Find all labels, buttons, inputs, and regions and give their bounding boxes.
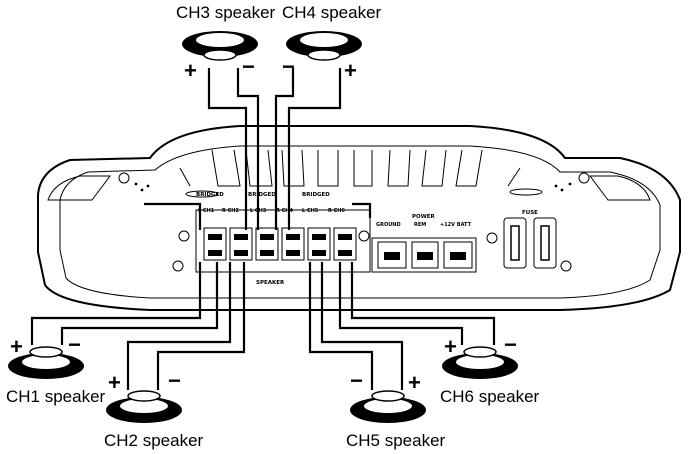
bridged-label: BRIDGED [196, 192, 224, 198]
fuse-icon [533, 217, 557, 269]
left-side-cutout [47, 175, 111, 201]
screw-icon [560, 260, 572, 272]
ch2-speaker-label: CH2 speaker [104, 431, 204, 450]
terminal-label: R CH4 [276, 208, 293, 214]
ch1-speaker-label: CH1 speaker [6, 387, 106, 406]
polarity-plus: + [10, 334, 23, 359]
power-label: POWER [412, 214, 436, 220]
speaker-ch3: CH3 speaker + − [176, 3, 276, 83]
ch3-speaker-label: CH3 speaker [176, 3, 276, 22]
speaker-ch4: CH4 speaker − + [282, 3, 382, 83]
terminal-label: L CH5 [302, 208, 319, 214]
heatsink-fins [179, 149, 521, 187]
ch6-speaker-label: CH6 speaker [440, 387, 540, 406]
vent-slot [509, 188, 543, 196]
remote-label: REM [414, 222, 426, 228]
bridged-label: BRIDGED [248, 192, 276, 198]
terminal-label: L CH1 [198, 208, 215, 214]
screw-icon [172, 260, 184, 272]
polarity-minus: − [168, 368, 181, 393]
fuse-icon [503, 217, 527, 269]
polarity-minus: − [68, 332, 81, 357]
fuse-label: FUSE [522, 210, 538, 216]
polarity-minus: − [242, 54, 255, 79]
screw-icon [118, 172, 130, 184]
terminal-label: R CH2 [222, 208, 239, 214]
polarity-plus: + [444, 334, 457, 359]
ch4-speaker-label: CH4 speaker [282, 3, 382, 22]
terminal-label: R CH6 [328, 208, 345, 214]
speaker-ch5: CH5 speaker − + [346, 368, 446, 450]
amplifier-housing [37, 125, 681, 311]
amplifier: BRIDGED BRIDGED BRIDGED L CH1 R CH2 L CH… [37, 125, 681, 311]
speaker-ch6: CH6 speaker + − [440, 332, 540, 406]
power-terminal-block [371, 237, 477, 273]
amplifier-housing-inner [59, 145, 661, 299]
batt-label: +12V BATT [440, 222, 472, 228]
power-terminal [411, 241, 439, 269]
speaker-terminal-panel [195, 209, 371, 273]
screw-icon [486, 232, 498, 244]
polarity-minus: − [282, 54, 295, 79]
polarity-plus: + [184, 58, 197, 83]
power-terminal [377, 241, 407, 269]
polarity-plus: + [408, 370, 421, 395]
ground-label: GROUND [376, 222, 401, 228]
power-terminal [443, 241, 473, 269]
right-side-cutout [589, 175, 651, 201]
screw-icon [578, 172, 590, 184]
bridged-label: BRIDGED [302, 192, 330, 198]
vent-dots [134, 182, 572, 192]
screw-icon [178, 230, 190, 242]
speaker-label: SPEAKER [256, 280, 285, 286]
polarity-plus: + [108, 370, 121, 395]
vent-slot [185, 190, 219, 198]
speaker-ch1: CH1 speaker + − [6, 332, 106, 406]
speaker-terminals [203, 227, 357, 261]
polarity-minus: − [504, 332, 517, 357]
screw-icon [358, 230, 370, 242]
speaker-wires [30, 68, 496, 390]
speaker-ch2: CH2 speaker + − [104, 368, 204, 450]
ch5-speaker-label: CH5 speaker [346, 431, 446, 450]
polarity-minus: − [350, 368, 363, 393]
polarity-plus: + [344, 58, 357, 83]
